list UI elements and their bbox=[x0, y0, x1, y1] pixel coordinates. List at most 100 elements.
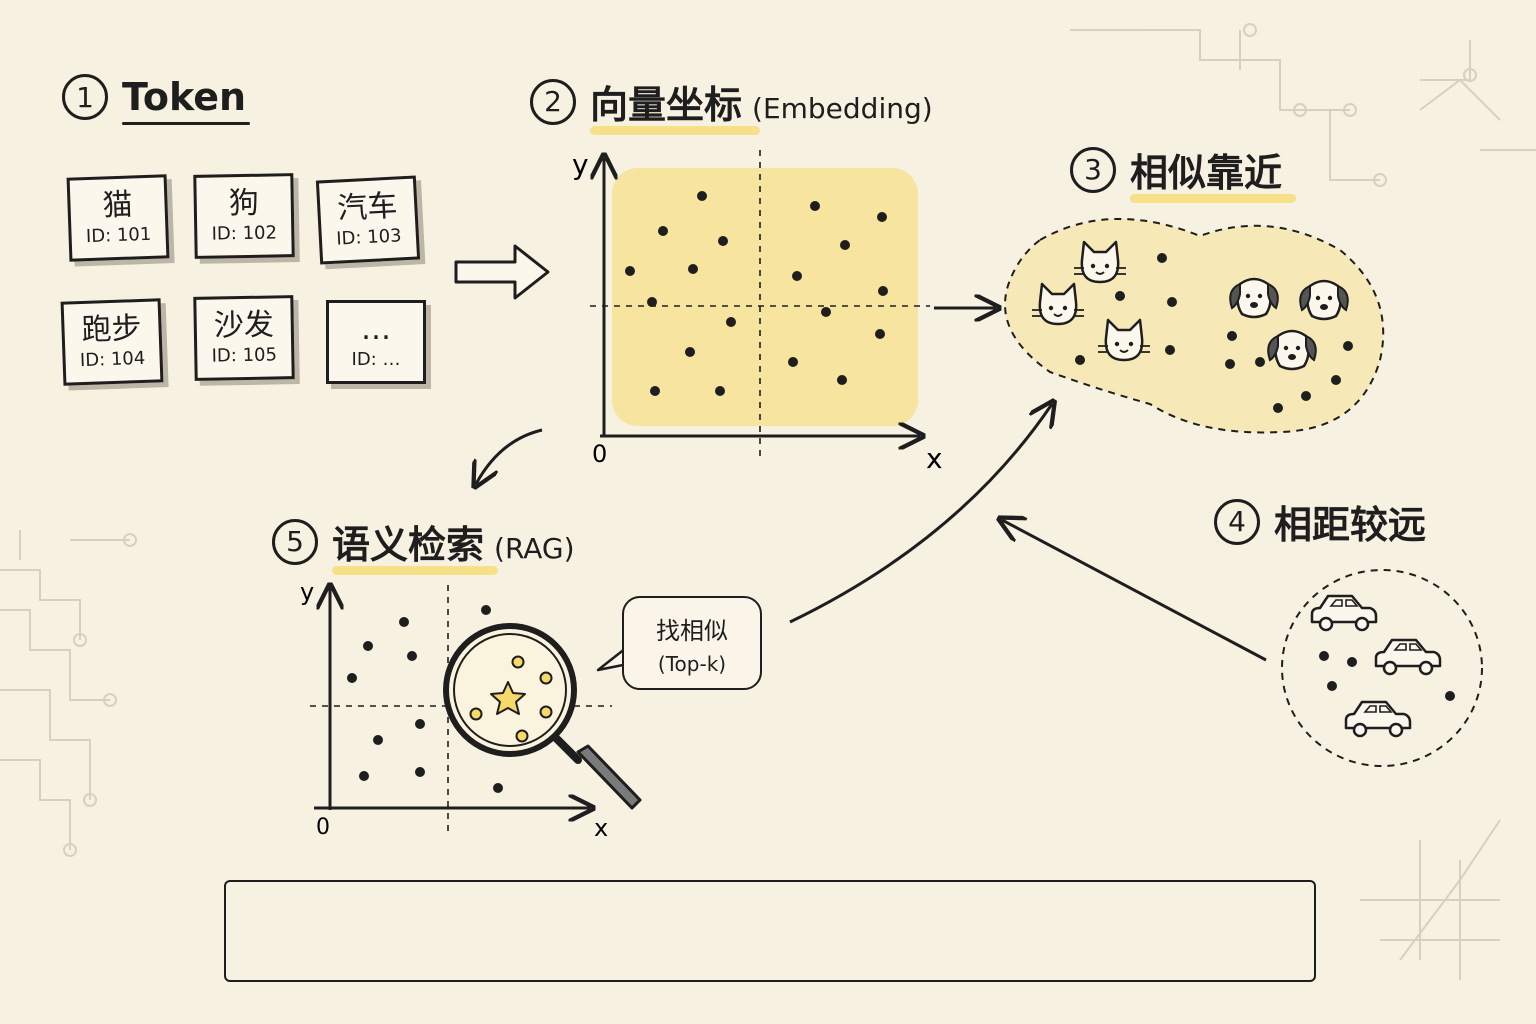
step-3-heading: 3 相似靠近 bbox=[1070, 142, 1296, 203]
data-point bbox=[650, 386, 660, 396]
step-4-title: 相距较远 bbox=[1274, 503, 1427, 547]
step-5-title: 语义检索 bbox=[332, 523, 485, 567]
circuit-decoration-right bbox=[1070, 23, 1536, 980]
step-4-number: 4 bbox=[1214, 498, 1260, 545]
car-icon bbox=[1344, 700, 1412, 738]
step-1-heading: 1 Token bbox=[62, 74, 250, 125]
star-icon bbox=[490, 681, 526, 715]
car-icon bbox=[1374, 638, 1442, 676]
data-point bbox=[399, 617, 409, 627]
data-point bbox=[697, 191, 707, 201]
embed-y-label: y bbox=[572, 148, 589, 181]
rag-origin-label: 0 bbox=[316, 815, 330, 840]
similar-point bbox=[539, 705, 553, 719]
step-2-subtitle: (Embedding) bbox=[752, 92, 933, 125]
token-card: 狗 ID: 102 bbox=[193, 173, 295, 259]
step-3-title: 相似靠近 bbox=[1130, 151, 1283, 195]
data-point bbox=[1225, 359, 1235, 369]
token-id: ID: 101 bbox=[85, 223, 152, 248]
topk-bubble: 找相似 (Top-k) bbox=[622, 596, 762, 690]
data-point bbox=[840, 240, 850, 250]
data-point bbox=[1273, 403, 1283, 413]
token-word: 猫 bbox=[101, 187, 134, 224]
token-id: ID: 102 bbox=[211, 222, 278, 245]
data-point bbox=[407, 651, 417, 661]
data-point bbox=[1157, 253, 1167, 263]
hollow-right-arrow-icon bbox=[454, 244, 550, 300]
data-point bbox=[1255, 357, 1265, 367]
token-word: 跑步 bbox=[80, 310, 143, 349]
token-id: ID: 105 bbox=[211, 344, 278, 367]
step-2-title: 向量坐标 bbox=[590, 83, 743, 127]
data-point bbox=[373, 735, 383, 745]
arrow-far-cluster bbox=[1002, 520, 1267, 662]
data-point bbox=[1343, 341, 1353, 351]
similar-point bbox=[539, 671, 553, 685]
cluster-points bbox=[1075, 253, 1353, 413]
similar-cluster bbox=[1004, 218, 1385, 434]
empty-text-box[interactable] bbox=[224, 880, 1316, 982]
data-point bbox=[688, 264, 698, 274]
cat-face-icon bbox=[1098, 318, 1150, 362]
data-point bbox=[415, 767, 425, 777]
data-point bbox=[1331, 375, 1341, 385]
magnifier-icon bbox=[443, 623, 642, 810]
cat-face-icon bbox=[1074, 240, 1126, 284]
token-word: 沙发 bbox=[213, 307, 275, 344]
data-point bbox=[837, 375, 847, 385]
token-card: 猫 ID: 101 bbox=[66, 174, 170, 262]
data-point bbox=[647, 297, 657, 307]
rag-y-label: y bbox=[300, 578, 314, 606]
data-point bbox=[1227, 331, 1237, 341]
token-word: … bbox=[361, 312, 391, 347]
rag-x-label: x bbox=[594, 814, 608, 842]
similar-point bbox=[469, 707, 483, 721]
data-point bbox=[875, 329, 885, 339]
step-2-heading: 2 向量坐标 (Embedding) bbox=[530, 74, 933, 135]
data-point bbox=[715, 386, 725, 396]
data-point bbox=[810, 201, 820, 211]
data-point bbox=[792, 271, 802, 281]
far-cluster bbox=[1281, 569, 1483, 767]
token-id: ID: 103 bbox=[335, 225, 403, 250]
data-point bbox=[718, 236, 728, 246]
step-5-number: 5 bbox=[272, 518, 318, 565]
embed-origin-label: 0 bbox=[592, 440, 607, 468]
data-point bbox=[1319, 651, 1329, 661]
car-icon bbox=[1310, 594, 1378, 632]
rag-plot bbox=[310, 585, 642, 834]
data-point bbox=[1075, 355, 1085, 365]
step-1-number: 1 bbox=[62, 74, 108, 120]
token-word: 狗 bbox=[228, 185, 260, 222]
data-point bbox=[1445, 691, 1455, 701]
similar-point bbox=[515, 729, 529, 743]
data-point bbox=[685, 347, 695, 357]
data-point bbox=[1347, 657, 1357, 667]
data-point bbox=[1327, 681, 1337, 691]
data-point bbox=[415, 719, 425, 729]
dog-face-icon bbox=[1299, 279, 1349, 321]
embed-x-label: x bbox=[926, 442, 943, 475]
data-point bbox=[347, 673, 357, 683]
data-point bbox=[481, 605, 491, 615]
data-point bbox=[1301, 391, 1311, 401]
arrow-rag-to-cluster bbox=[789, 404, 1052, 624]
data-point bbox=[877, 212, 887, 222]
data-point bbox=[493, 783, 503, 793]
bubble-line-1: 找相似 bbox=[656, 616, 728, 645]
dog-face-icon bbox=[1229, 277, 1279, 319]
embedding-points bbox=[625, 191, 888, 396]
data-point bbox=[788, 357, 798, 367]
token-id: ID: … bbox=[351, 349, 401, 370]
token-id: ID: 104 bbox=[79, 347, 146, 372]
data-point bbox=[878, 286, 888, 296]
token-card: … ID: … bbox=[326, 300, 426, 384]
data-point bbox=[821, 307, 831, 317]
step-2-number: 2 bbox=[530, 78, 576, 125]
data-point bbox=[1165, 345, 1175, 355]
data-point bbox=[726, 317, 736, 327]
token-word: 汽车 bbox=[336, 188, 399, 227]
step-4-heading: 4 相距较远 bbox=[1214, 494, 1426, 549]
